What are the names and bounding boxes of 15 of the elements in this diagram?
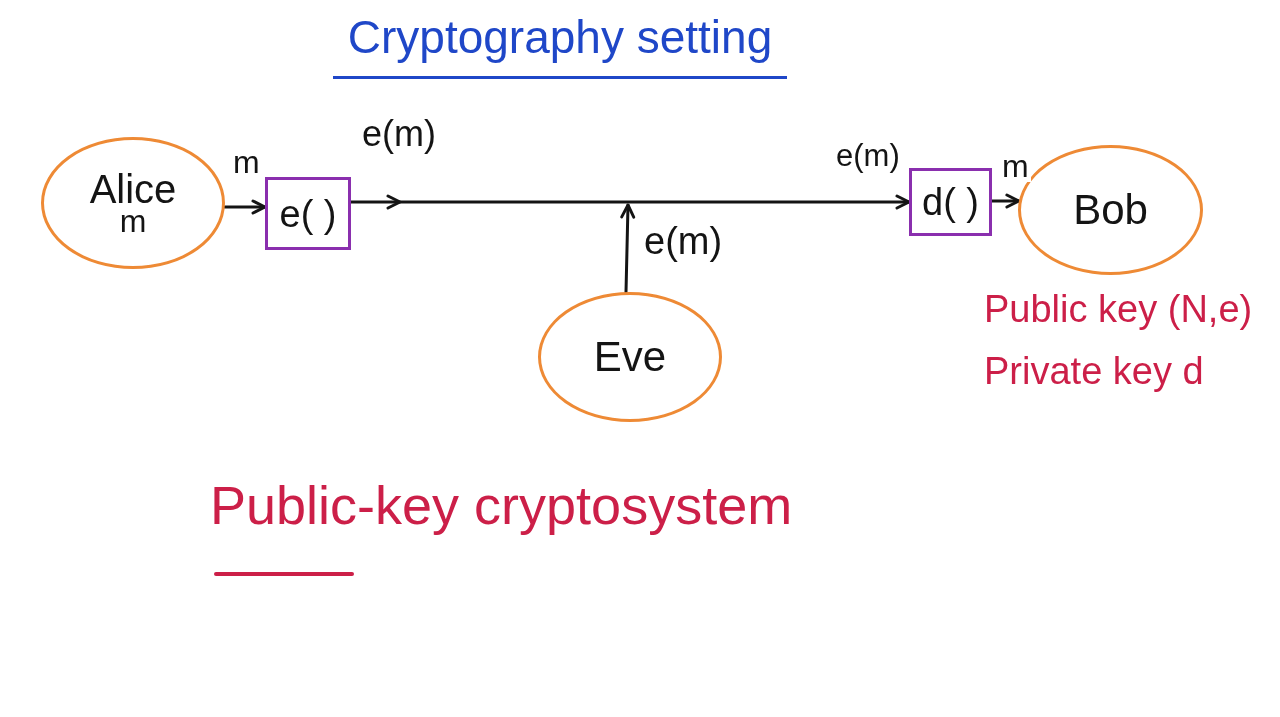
function-box xyxy=(265,177,351,250)
arrow xyxy=(620,203,636,294)
party-ellipse xyxy=(538,292,722,422)
title: Cryptography setting xyxy=(333,14,787,79)
node-label: Eve xyxy=(593,336,667,378)
arrow xyxy=(990,193,1021,209)
key-note: Public key (N,e) xyxy=(984,290,1253,328)
arrow xyxy=(349,194,911,210)
node-label: e( ) xyxy=(279,194,337,233)
function-box xyxy=(909,168,992,236)
node-label: Bob xyxy=(1073,189,1148,231)
party-ellipse xyxy=(41,137,225,269)
arrow xyxy=(223,199,267,215)
node-label: d( ) xyxy=(922,183,979,221)
key-note: Private key d xyxy=(984,352,1204,390)
